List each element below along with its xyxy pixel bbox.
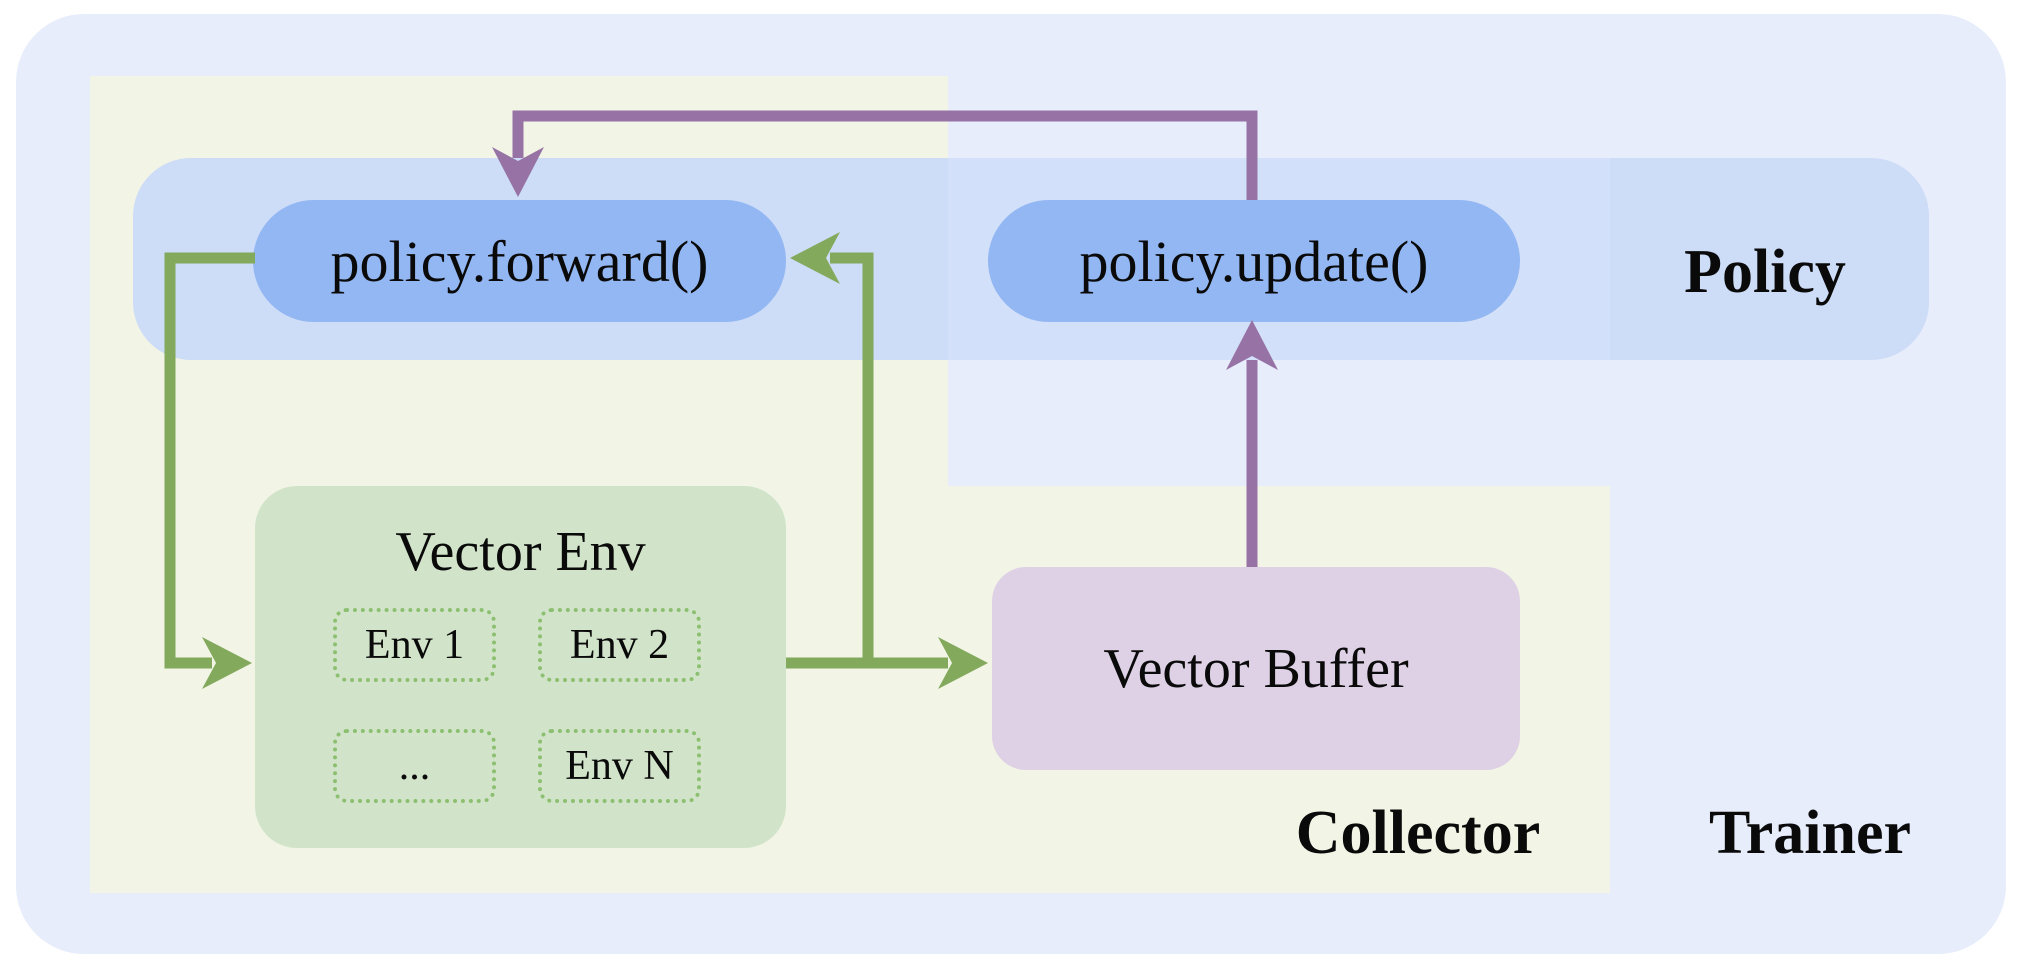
env-box-n: Env N bbox=[538, 729, 701, 803]
vector-buffer-label: Vector Buffer bbox=[1103, 637, 1409, 700]
env-box-1-label: Env 1 bbox=[364, 622, 465, 668]
collector-region-label: Collector bbox=[1295, 798, 1541, 867]
env-box-ellipsis-label: ... bbox=[398, 743, 431, 789]
env-box-n-label: Env N bbox=[565, 743, 674, 789]
env-box-2-label: Env 2 bbox=[569, 622, 670, 668]
policy-forward-node: policy.forward() bbox=[253, 200, 786, 322]
vector-env-title: Vector Env bbox=[395, 521, 646, 583]
vector-buffer-node: Vector Buffer bbox=[992, 567, 1520, 770]
policy-update-label: policy.update() bbox=[1079, 228, 1429, 294]
env-box-1: Env 1 bbox=[333, 608, 496, 682]
policy-update-node: policy.update() bbox=[988, 200, 1520, 322]
policy-forward-label: policy.forward() bbox=[330, 228, 709, 294]
trainer-region-label: Trainer bbox=[1708, 798, 1911, 867]
policy-region-label: Policy bbox=[1684, 237, 1846, 306]
env-box-2: Env 2 bbox=[538, 608, 701, 682]
env-box-ellipsis: ... bbox=[333, 729, 496, 803]
